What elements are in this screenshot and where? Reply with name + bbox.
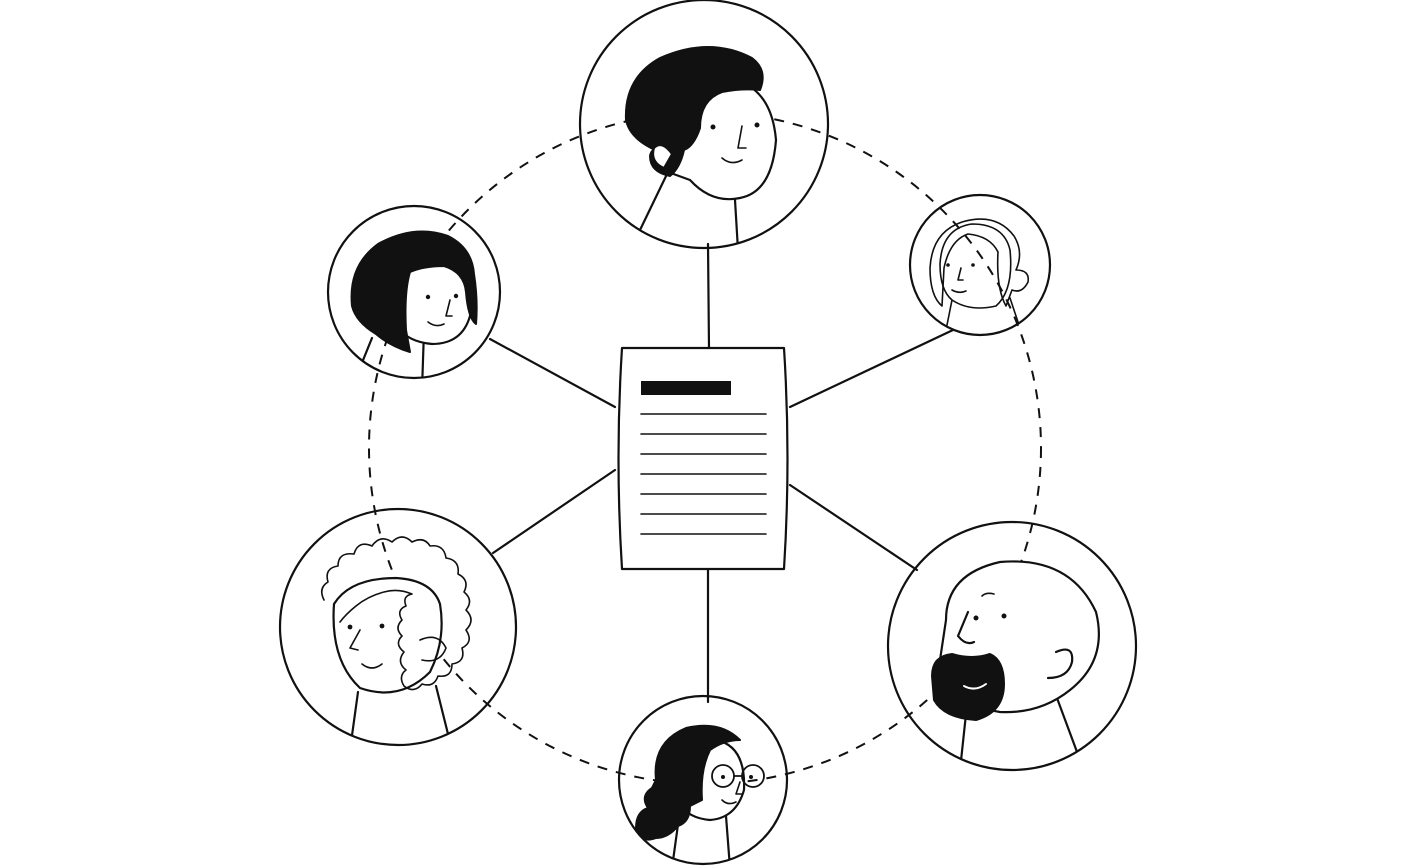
person-lower-left-avatar (278, 507, 518, 747)
document-heading-bar (641, 381, 731, 395)
person-bottom-avatar (617, 694, 789, 866)
person-upper-left-avatar (326, 204, 502, 380)
connectors (488, 242, 955, 704)
connector-upper-right (788, 328, 955, 409)
connector-lower-left (491, 468, 617, 555)
connector-top (706, 242, 711, 350)
connector-lower-right (788, 483, 919, 572)
person-upper-right-avatar (908, 193, 1052, 337)
document-icon (617, 346, 789, 571)
connector-upper-left (488, 337, 617, 409)
person-top-avatar (578, 0, 830, 250)
person-lower-right-avatar (886, 520, 1138, 772)
